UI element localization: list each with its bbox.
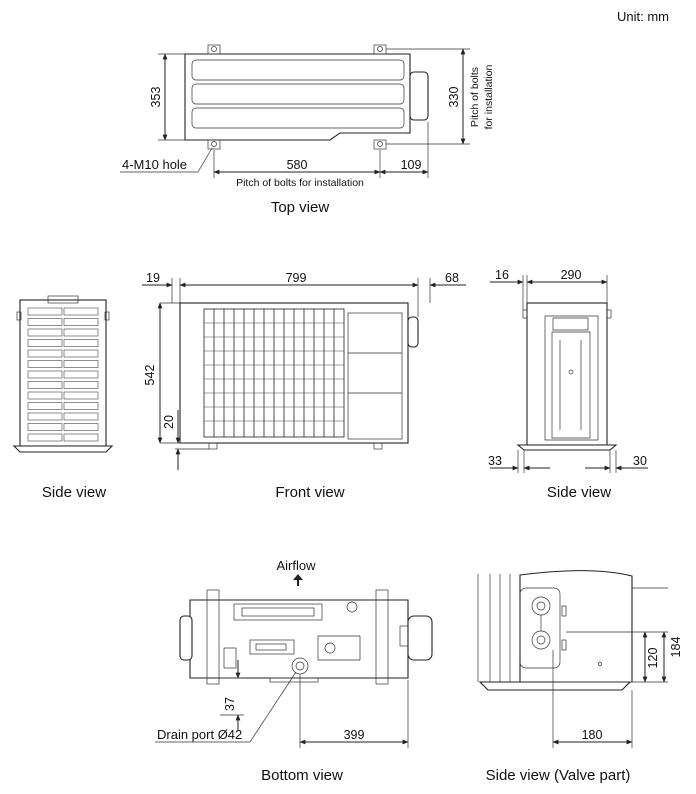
side-view-left-caption: Side view [42, 484, 106, 501]
top-bolt-pitch-label-1: Pitch of bolts [469, 67, 481, 127]
side-dim-30: 30 [633, 454, 647, 468]
top-dim-109: 109 [401, 158, 422, 172]
valve-dim-120: 120 [646, 648, 660, 669]
top-dim-353: 353 [149, 87, 163, 108]
airflow-label: Airflow [276, 558, 316, 573]
valve-dim-180: 180 [582, 728, 603, 742]
front-view-caption: Front view [275, 484, 344, 501]
front-dim-542: 542 [143, 365, 157, 386]
side-view-left [12, 295, 114, 453]
drain-port-label: Drain port Ø42 [157, 727, 242, 742]
top-bolt-pitch-label-2: for installation [483, 64, 495, 129]
top-view-caption: Top view [271, 199, 330, 216]
top-dim-580: 580 [287, 158, 308, 172]
front-dim-68: 68 [445, 271, 459, 285]
front-view [142, 278, 466, 470]
side-view-right-caption: Side view [547, 484, 611, 501]
side-dim-33: 33 [488, 454, 502, 468]
side-dim-290: 290 [561, 268, 582, 282]
valve-dim-184: 184 [669, 637, 683, 658]
valve-view-caption: Side view (Valve part) [486, 767, 631, 784]
front-dim-799: 799 [286, 271, 307, 285]
bottom-view [155, 574, 433, 748]
bottom-dim-399: 399 [344, 728, 365, 742]
side-view-right [490, 275, 648, 473]
side-view-valve [477, 570, 668, 748]
unit-label: Unit: mm [617, 9, 669, 24]
bottom-dim-37: 37 [223, 697, 237, 711]
top-bolt-width-label: Pitch of bolts for installation [236, 177, 364, 189]
hole-label: 4-M10 hole [122, 157, 187, 172]
front-dim-19: 19 [146, 271, 160, 285]
top-view [120, 44, 470, 178]
bottom-view-caption: Bottom view [261, 767, 343, 784]
front-dim-20: 20 [162, 415, 176, 429]
top-dim-330: 330 [447, 87, 461, 108]
side-dim-16: 16 [495, 268, 509, 282]
